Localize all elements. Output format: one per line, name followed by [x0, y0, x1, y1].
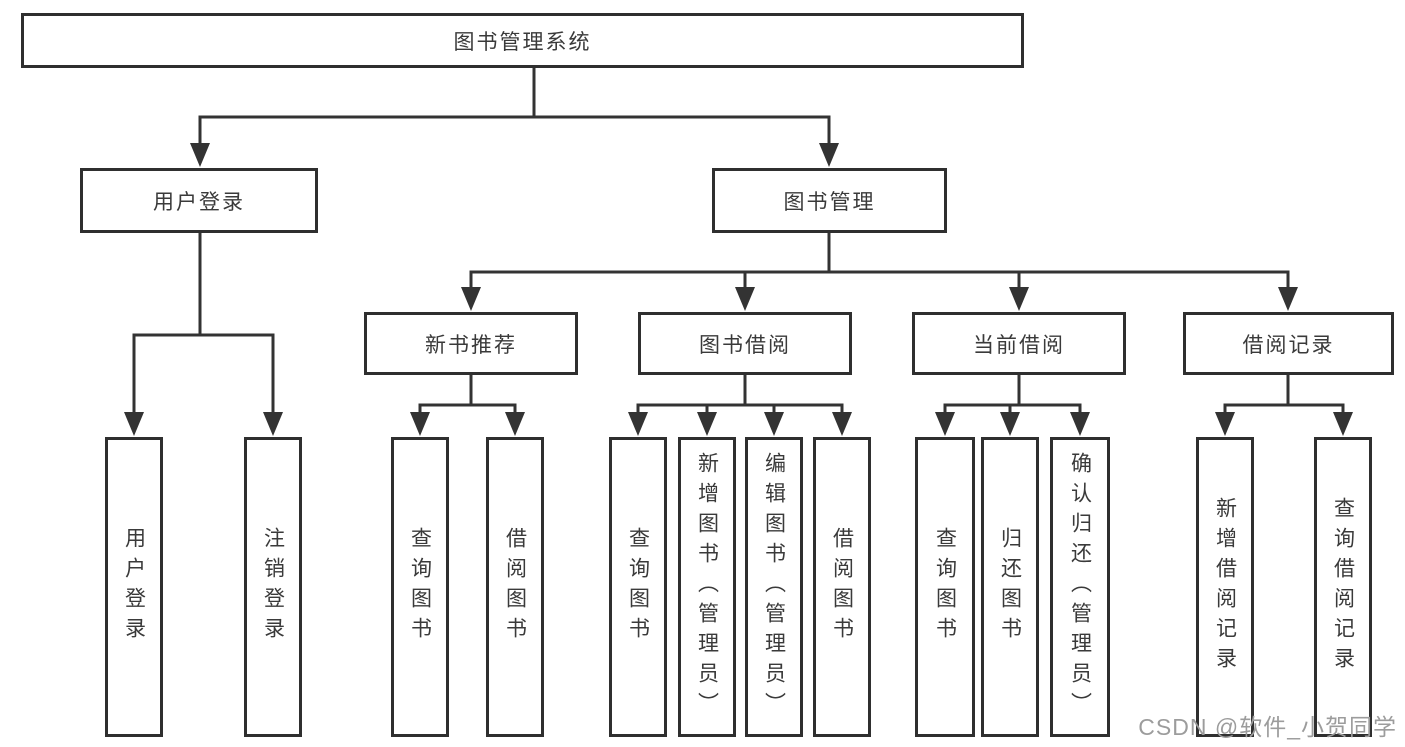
node-borrow-records: 借阅记录 [1183, 312, 1394, 375]
node-label: 查询借阅记录 [1331, 497, 1355, 677]
leaf-query-books: 查询图书 [391, 437, 449, 737]
leaf-user-login: 用户登录 [105, 437, 163, 737]
node-label: 新增图书（管理员） [695, 452, 719, 722]
node-label: 确认归还（管理员） [1068, 452, 1092, 722]
node-system-root: 图书管理系统 [21, 13, 1024, 68]
leaf-add-borrow-record: 新增借阅记录 [1196, 437, 1254, 737]
node-label: 注销登录 [261, 527, 285, 647]
node-label: 新增借阅记录 [1213, 497, 1237, 677]
node-current-borrow: 当前借阅 [912, 312, 1126, 375]
leaf-borrow-books: 借阅图书 [813, 437, 871, 737]
node-label: 图书管理系统 [453, 30, 592, 54]
node-label: 新书推荐 [425, 333, 517, 357]
leaf-confirm-return-admin: 确认归还（管理员） [1050, 437, 1110, 737]
leaf-logout: 注销登录 [244, 437, 302, 737]
node-book-borrow: 图书借阅 [638, 312, 852, 375]
node-label: 归还图书 [998, 527, 1022, 647]
node-label: 编辑图书（管理员） [762, 452, 786, 722]
node-label: 借阅图书 [830, 527, 854, 647]
node-label: 当前借阅 [973, 333, 1065, 357]
node-label: 借阅记录 [1242, 333, 1335, 357]
leaf-return-books: 归还图书 [981, 437, 1039, 737]
leaf-query-books: 查询图书 [609, 437, 667, 737]
leaf-query-borrow-record: 查询借阅记录 [1314, 437, 1372, 737]
node-label: 用户登录 [153, 190, 245, 214]
node-label: 图书管理 [783, 190, 876, 214]
leaf-edit-books-admin: 编辑图书（管理员） [745, 437, 803, 737]
node-label: 查询图书 [408, 527, 432, 647]
leaf-add-books-admin: 新增图书（管理员） [678, 437, 736, 737]
node-label: 用户登录 [122, 527, 146, 647]
csdn-watermark: CSDN @软件_小贺同学 [1138, 714, 1397, 740]
leaf-borrow-books: 借阅图书 [486, 437, 544, 737]
leaf-query-books: 查询图书 [915, 437, 975, 737]
node-book-management: 图书管理 [712, 168, 947, 233]
node-label: 查询图书 [626, 527, 650, 647]
node-user-login: 用户登录 [80, 168, 318, 233]
node-label: 图书借阅 [699, 333, 791, 357]
node-new-book-recommend: 新书推荐 [364, 312, 578, 375]
node-label: 查询图书 [933, 527, 957, 647]
node-label: 借阅图书 [503, 527, 527, 647]
